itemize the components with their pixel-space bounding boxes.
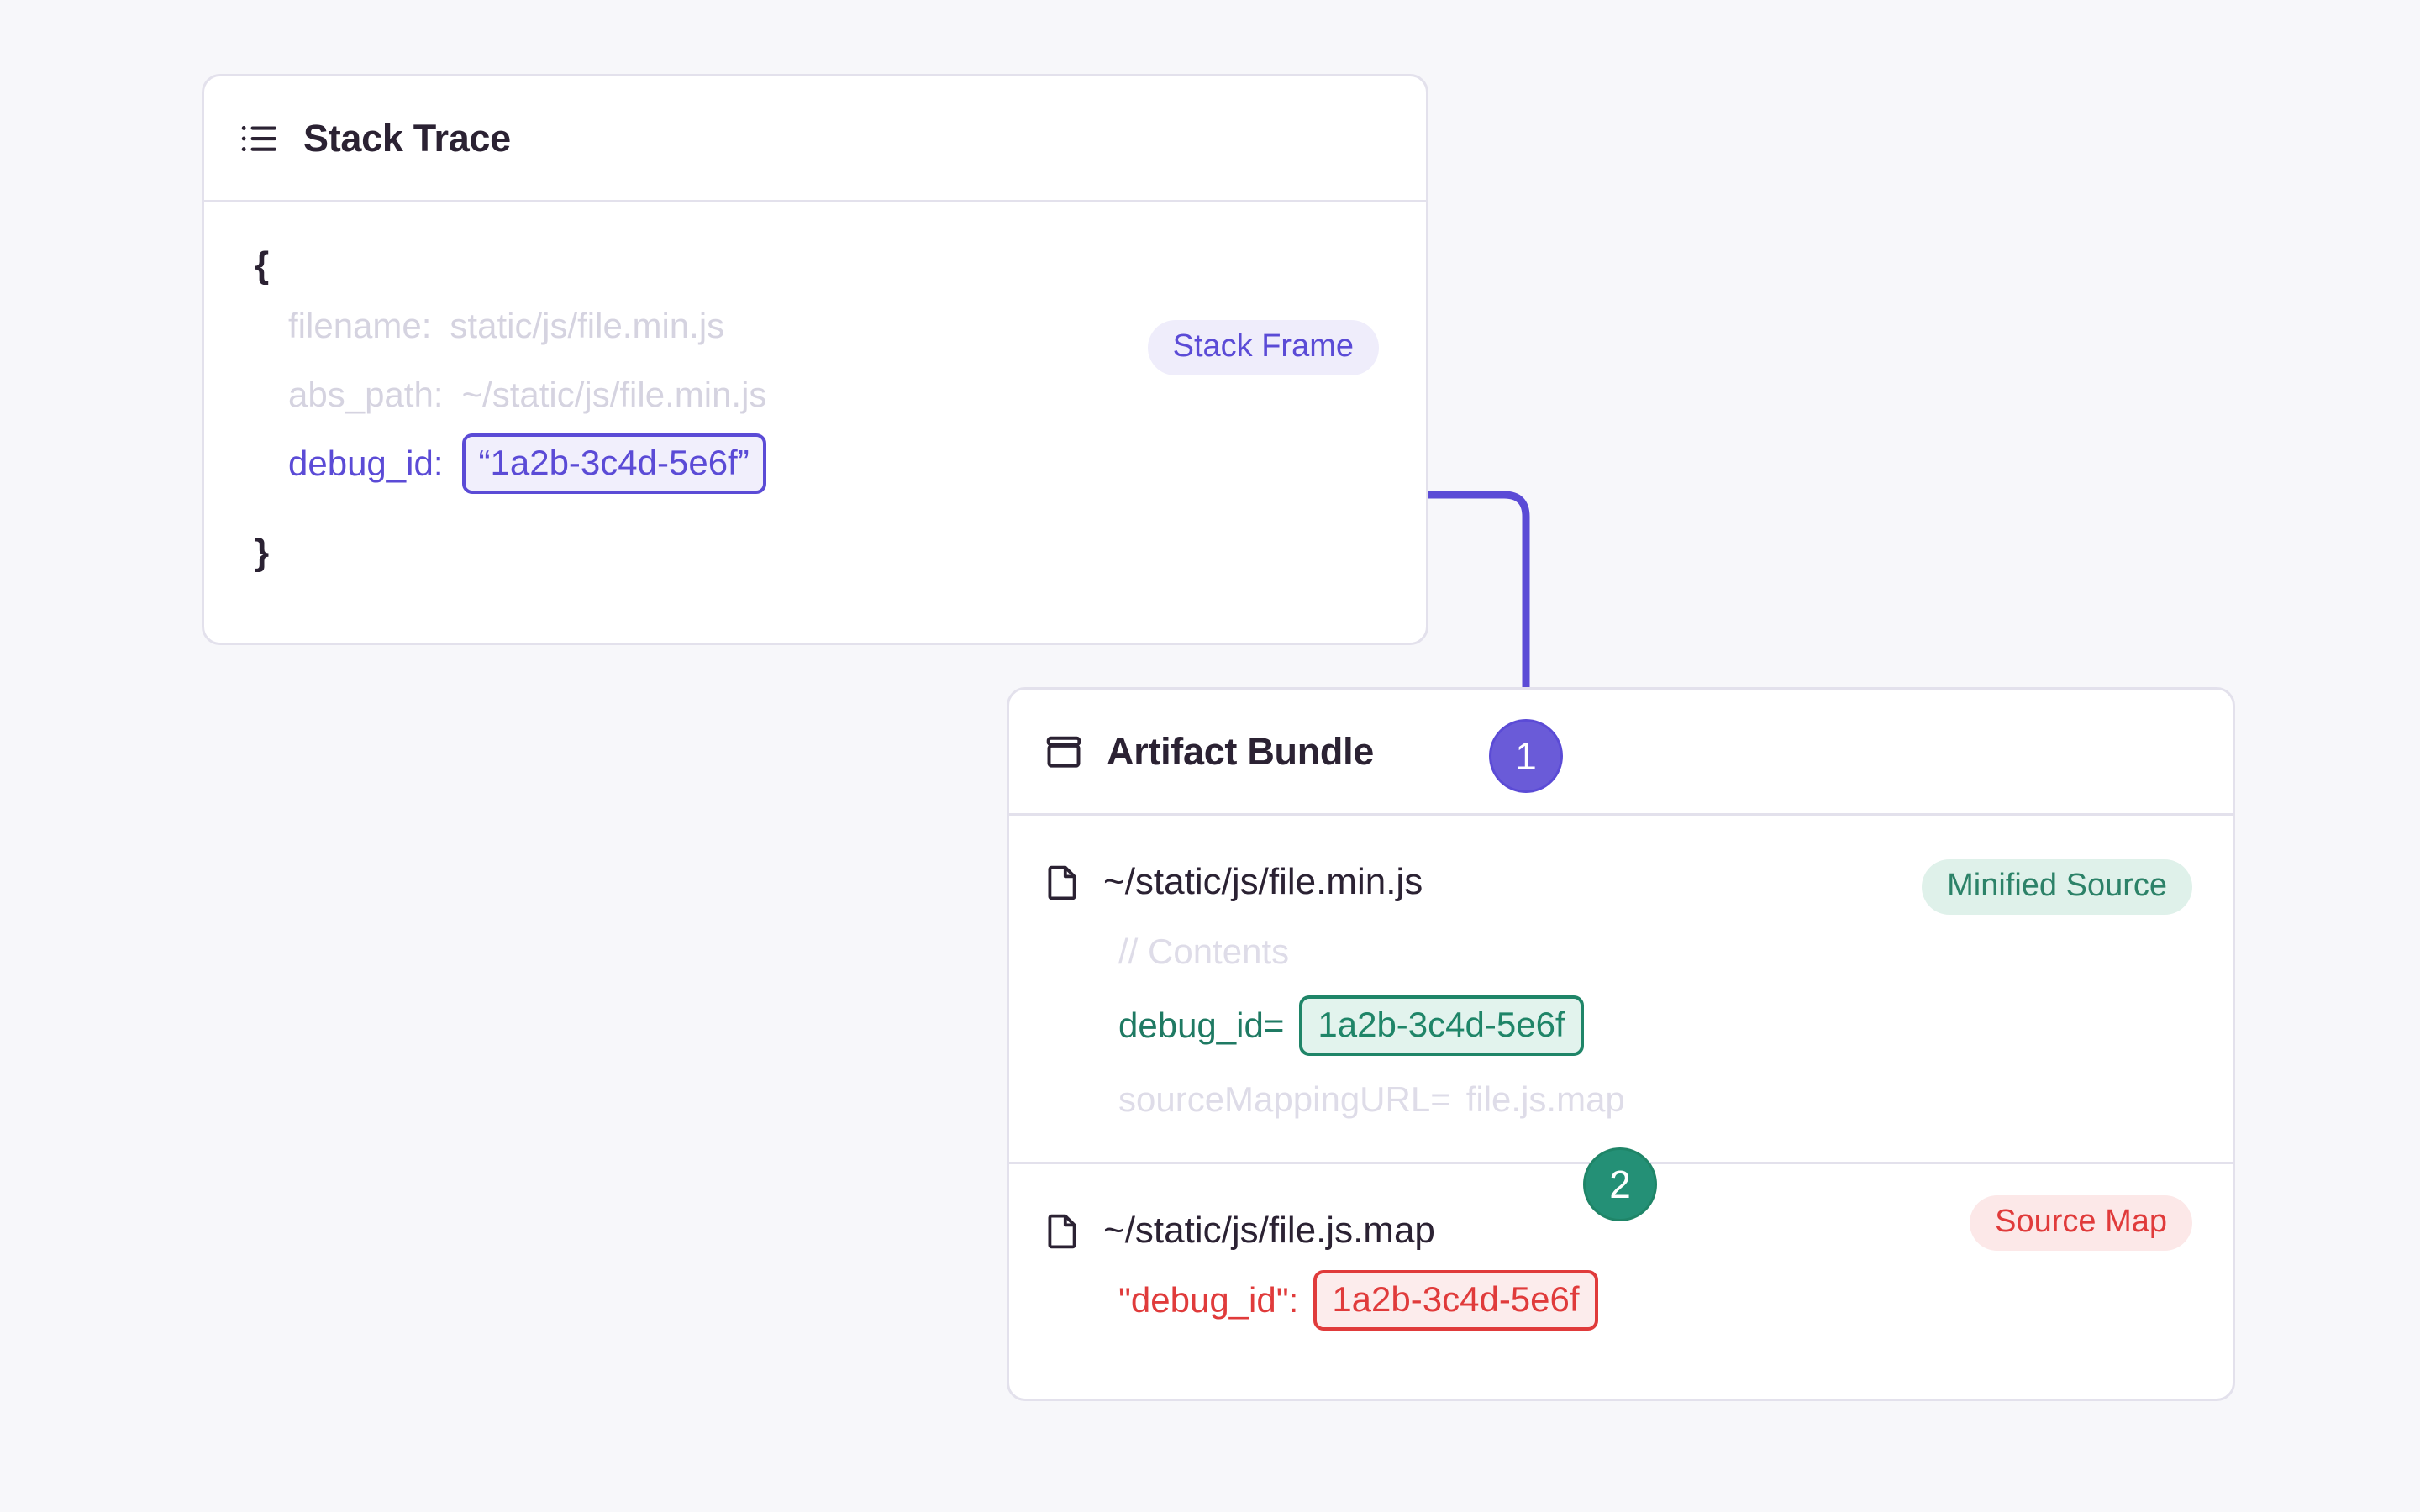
minified-source-debug-id-value[interactable]: 1a2b-3c4d-5e6f (1299, 995, 1584, 1056)
source-mapping-url-key: sourceMappingURL= (1118, 1079, 1451, 1119)
file-icon (1043, 1210, 1083, 1251)
archive-box-icon (1043, 731, 1085, 773)
file-section-source-map: ~/static/js/file.js.map "debug_id": 1a2b… (1009, 1162, 2233, 1362)
minified-source-debug-id-row: debug_id= 1a2b-3c4d-5e6f (1009, 989, 2233, 1063)
stack-frame-row-debug-id: debug_id: “1a2b-3c4d-5e6f” (204, 429, 1426, 498)
source-map-debug-id-row: "debug_id": 1a2b-3c4d-5e6f (1009, 1263, 2233, 1337)
debug-id-key: debug_id: (288, 444, 444, 483)
source-mapping-url-value: file.js.map (1465, 1079, 1625, 1119)
filename-value: static/js/file.min.js (450, 306, 725, 345)
open-brace: { (255, 244, 270, 286)
artifact-bundle-header: Artifact Bundle (1009, 690, 2233, 816)
stack-frame-row-abs-path: abs_path: ~/static/js/file.min.js (204, 360, 1426, 429)
stack-trace-title: Stack Trace (303, 116, 511, 160)
minified-source-file-name: ~/static/js/file.min.js (1103, 861, 1423, 902)
minified-source-badge: Minified Source (1922, 859, 2192, 915)
stack-trace-body: { filename: static/js/file.min.js abs_pa… (204, 202, 1426, 579)
artifact-bundle-title: Artifact Bundle (1107, 729, 1375, 773)
minified-debug-id-key: debug_id= (1118, 1005, 1285, 1045)
source-map-debug-id-value[interactable]: 1a2b-3c4d-5e6f (1313, 1270, 1598, 1331)
source-map-file-row[interactable]: ~/static/js/file.js.map (1009, 1198, 2233, 1263)
contents-comment: // Contents (1118, 932, 1290, 971)
stack-trace-header: Stack Trace (204, 76, 1426, 202)
minified-source-contents-comment: // Contents (1009, 915, 2233, 989)
list-icon (238, 117, 281, 160)
source-map-debug-id-key: "debug_id": (1118, 1280, 1299, 1320)
artifact-bundle-card: Artifact Bundle ~/static/js/file.min.js … (1007, 687, 2235, 1401)
step-badge-2: 2 (1583, 1147, 1657, 1221)
file-icon (1043, 862, 1083, 902)
minified-source-sourcemapping-row: sourceMappingURL= file.js.map (1009, 1063, 2233, 1137)
close-brace: } (255, 532, 270, 573)
stack-frame-row-filename: filename: static/js/file.min.js (204, 291, 1426, 360)
stack-frame-badge: Stack Frame (1147, 320, 1379, 375)
abs-path-key: abs_path: (288, 375, 444, 414)
source-map-file-name: ~/static/js/file.js.map (1103, 1210, 1435, 1251)
stack-trace-debug-id-value[interactable]: “1a2b-3c4d-5e6f” (461, 433, 766, 494)
step-badge-1: 1 (1489, 719, 1563, 793)
source-map-badge: Source Map (1970, 1195, 2192, 1251)
stack-trace-card: Stack Trace { filename: static/js/file.m… (202, 74, 1428, 645)
filename-key: filename: (288, 306, 432, 345)
abs-path-value: ~/static/js/file.min.js (461, 375, 767, 414)
